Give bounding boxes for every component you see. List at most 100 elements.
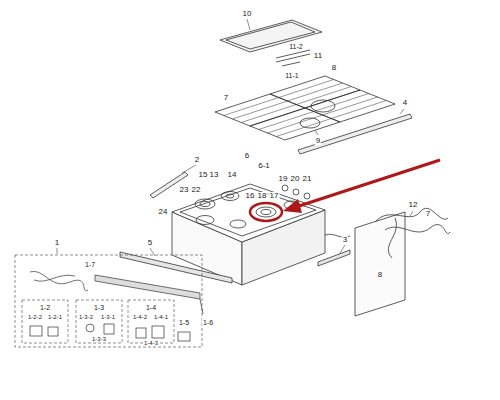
callout-number: 11-1 — [284, 72, 300, 79]
callout-number: 16 — [245, 192, 256, 200]
top-assembly-stroke — [215, 94, 305, 126]
kit-parts-stroke — [178, 332, 190, 341]
callout-number: 1-3-2 — [78, 314, 94, 320]
leader-lines-stroke — [182, 165, 196, 173]
callout-number: 3 — [342, 236, 348, 244]
callout-number: 1-2-1 — [47, 314, 63, 320]
callout-number: 9 — [315, 137, 321, 145]
callout-number: 1-3-3 — [91, 336, 107, 342]
top-assembly-stroke — [224, 80, 387, 137]
kit-parts-stroke — [34, 275, 75, 281]
cooktop-body-stroke — [388, 218, 396, 258]
callout-number: 1-2 — [39, 304, 51, 311]
callout-number: 20 — [290, 175, 301, 183]
top-assembly-stroke — [226, 22, 315, 49]
callout-number: 7 — [425, 210, 431, 218]
top-assembly-stroke — [276, 54, 310, 62]
callout-number: 11-2 — [288, 43, 304, 50]
callout-number: 8 — [377, 271, 383, 279]
callout-number: 1-3 — [93, 304, 105, 311]
cooktop-body-stroke — [200, 202, 210, 207]
leader-lines — [57, 19, 413, 256]
cooktop-body-stroke — [304, 193, 310, 199]
callout-number: 24 — [158, 208, 169, 216]
leader-lines-stroke — [340, 245, 345, 253]
callout-number: 1-7 — [84, 261, 96, 268]
callout-number: 10 — [242, 10, 253, 18]
kit-parts-stroke — [30, 272, 88, 291]
callout-number: 6-1 — [257, 162, 271, 170]
cooktop-body-stroke — [120, 252, 232, 283]
cooktop-body — [120, 172, 450, 316]
highlight-stroke — [250, 203, 282, 221]
callout-number: 1-3-1 — [100, 314, 116, 320]
callout-number: 1-4 — [145, 304, 157, 311]
cooktop-body-stroke — [195, 199, 215, 209]
callout-number: 1 — [54, 239, 60, 247]
highlight — [250, 160, 440, 221]
callout-number: 1-4-1 — [153, 314, 169, 320]
callout-number: 2 — [194, 156, 200, 164]
kit-group-stroke — [128, 300, 174, 343]
top-assembly-stroke — [276, 50, 310, 58]
leader-lines-stroke — [315, 130, 318, 135]
top-assembly-stroke — [270, 76, 360, 108]
callout-number: 6 — [244, 152, 250, 160]
callout-number: 17 — [269, 192, 280, 200]
leader-lines-stroke — [400, 109, 404, 114]
callout-number: 1-4-3 — [143, 340, 159, 346]
callout-number: 7 — [223, 94, 229, 102]
kit-parts-stroke — [30, 326, 42, 336]
callout-number: 5 — [147, 239, 153, 247]
kit-group — [15, 255, 202, 347]
top-assembly-stroke — [282, 62, 300, 66]
callout-number: 12 — [408, 201, 419, 209]
callout-number: 14 — [227, 171, 238, 179]
cooktop-body-stroke — [196, 216, 214, 225]
cooktop-body-stroke — [261, 210, 271, 215]
cooktop-body-stroke — [230, 220, 246, 228]
kit-group-stroke — [76, 300, 122, 343]
cooktop-body-stroke — [221, 192, 239, 201]
callout-number: 1-2-2 — [27, 314, 43, 320]
kit-parts-stroke — [136, 328, 146, 338]
leader-lines-stroke — [57, 248, 58, 254]
kit-parts — [30, 272, 203, 341]
callout-number: 11 — [313, 52, 323, 60]
cooktop-body-stroke — [172, 184, 325, 242]
cooktop-body-stroke — [375, 208, 448, 222]
callout-number: 18 — [257, 192, 268, 200]
callout-number: 23 — [179, 186, 190, 194]
leader-lines-stroke — [247, 19, 250, 30]
leader-lines-stroke — [410, 211, 413, 216]
callout-number: 1-6 — [202, 319, 214, 326]
top-assembly-stroke-stroke — [276, 119, 331, 137]
kit-parts-stroke — [86, 324, 94, 332]
top-assembly-stroke — [250, 108, 340, 140]
top-assembly-stroke — [220, 20, 322, 52]
kit-group-stroke — [15, 255, 202, 347]
kit-parts-stroke — [48, 327, 58, 336]
kit-parts-stroke — [152, 326, 164, 338]
cooktop-body-stroke — [318, 250, 350, 266]
callout-number: 21 — [302, 175, 313, 183]
cooktop-body-stroke — [293, 189, 299, 195]
top-assembly-stroke — [300, 118, 320, 128]
callout-number: 15 — [198, 171, 209, 179]
kit-group-stroke — [22, 300, 68, 343]
kit-parts-stroke — [95, 275, 200, 299]
callout-number: 13 — [209, 171, 220, 179]
callout-number: 19 — [278, 175, 289, 183]
callout-number: 1-4-2 — [132, 314, 148, 320]
callout-number: 8 — [331, 64, 337, 72]
callout-number: 22 — [191, 186, 202, 194]
cooktop-body-stroke — [282, 185, 288, 191]
cooktop-body-stroke — [226, 194, 234, 198]
highlight-stroke — [283, 199, 302, 213]
top-assembly-stroke-stroke — [331, 101, 386, 119]
cooktop-body-stroke — [256, 207, 276, 217]
callout-number: 4 — [402, 99, 408, 107]
callout-number: 1-5 — [178, 319, 190, 326]
